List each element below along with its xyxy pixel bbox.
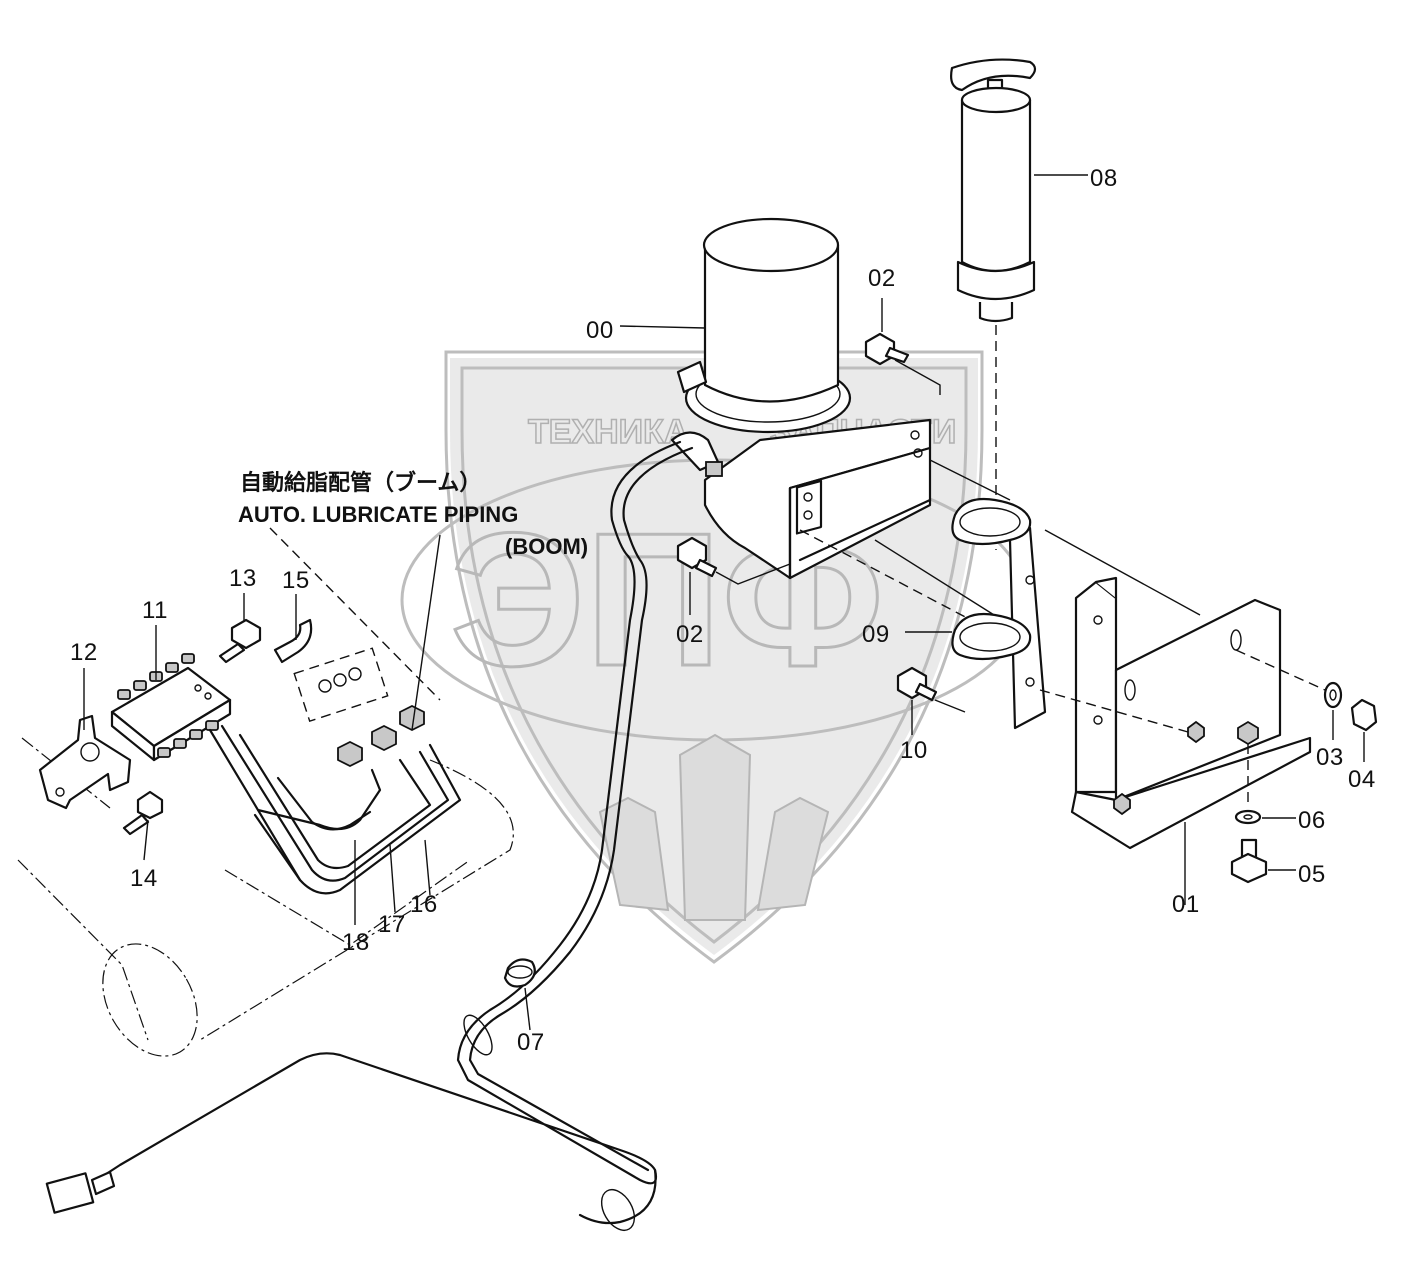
label-05: 05 [1298,861,1326,888]
label-03: 03 [1316,744,1344,771]
fittings-cluster [293,647,425,768]
hose [45,440,694,1231]
label-11: 11 [142,597,168,624]
note-jp: 自動給脂配管（ブーム） [240,470,481,495]
watermark: ТЕХНИКА ЗАПЧАСТИ ЭПФ [400,350,1028,964]
left-leaders [83,527,441,925]
label-00: 00 [586,317,614,344]
grease-gun-08 [950,58,1088,550]
label-10: 10 [900,737,928,764]
bolt-05 [1230,838,1296,884]
bracket-01 [1039,576,1326,905]
wheat-emblem [598,733,830,921]
part-labels: 00 01 02 02 03 04 05 06 07 08 09 10 11 1… [70,165,1376,1056]
clamp-07 [503,958,536,1031]
holder-09 [905,459,1201,730]
label-02-upper: 02 [868,265,896,292]
label-09: 09 [862,621,890,648]
label-17: 17 [378,911,406,938]
grease-pump-00 [670,217,1011,631]
pipes-16-17-18 [208,724,462,895]
watermark-text-left: ТЕХНИКА [528,413,688,451]
label-12: 12 [70,639,98,666]
elbow-15 [273,618,313,664]
washer-06 [1234,809,1296,825]
bolt-14 [122,790,164,836]
distributor-11 [110,653,232,762]
note-auto-lubricate: 自動給脂配管（ブーム） AUTO. LUBRICATE PIPING (BOOM… [238,470,588,559]
label-06: 06 [1298,807,1326,834]
bolt-10 [896,666,966,735]
boom-phantom [17,737,514,1057]
label-18: 18 [342,929,370,956]
note-en-line1: AUTO. LUBRICATE PIPING [238,502,518,527]
label-16: 16 [410,891,438,918]
label-13: 13 [229,565,257,592]
bracket-12 [38,714,132,810]
bolt-13 [218,618,262,664]
label-15: 15 [282,567,310,594]
label-07: 07 [517,1029,545,1056]
label-01: 01 [1172,891,1200,918]
note-en-line2: (BOOM) [505,534,588,559]
leader-00 [619,325,706,329]
bolt-02-lower [676,536,791,615]
label-14: 14 [130,865,158,892]
label-04: 04 [1348,766,1376,793]
washer-03 [1323,681,1343,740]
bolt-02-upper [864,298,941,395]
nut-04 [1350,698,1378,762]
label-02-lower: 02 [676,621,704,648]
label-08: 08 [1090,165,1118,192]
